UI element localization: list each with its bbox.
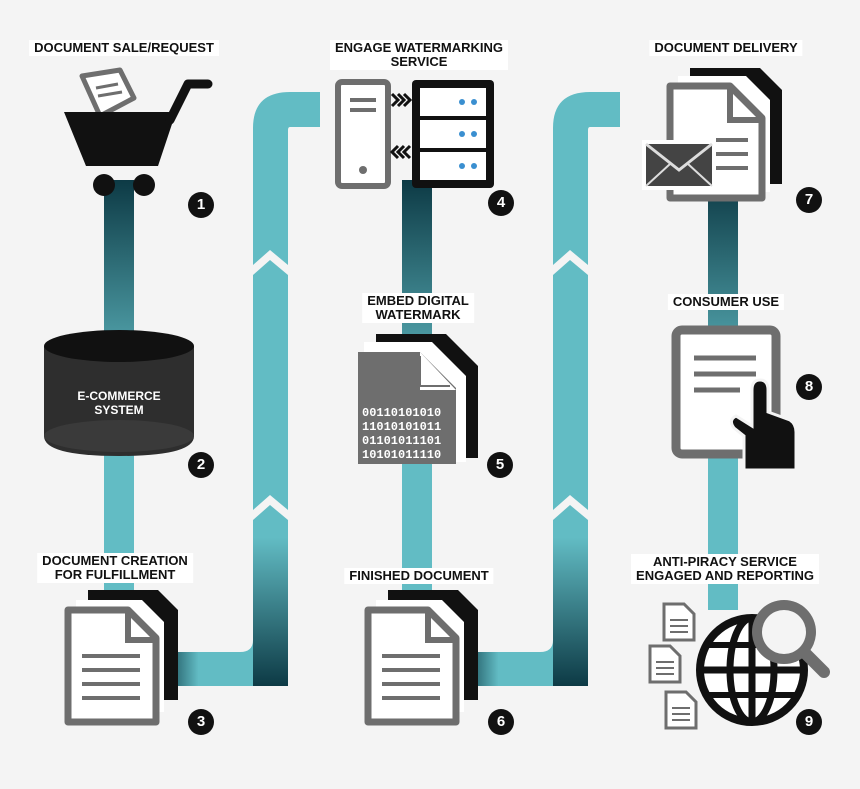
- shopping-cart-icon: [64, 67, 213, 196]
- step-8-label: CONSUMER USE: [667, 294, 785, 310]
- step-5-label: EMBED DIGITAL WATERMARK: [362, 293, 474, 323]
- envelope-document-icon: [642, 68, 782, 202]
- step-number-badge: 6: [488, 709, 514, 735]
- step-number-badge: 5: [487, 452, 513, 478]
- binary-line: 10101011110: [362, 448, 441, 462]
- step-number-badge: 9: [796, 709, 822, 735]
- small-document-icon: [662, 602, 696, 642]
- up-arrow-notch: [253, 495, 288, 520]
- tablet-touch-icon: [671, 325, 798, 472]
- small-document-icon: [648, 644, 682, 684]
- binary-line: 01101011101: [362, 434, 441, 448]
- step-number-badge: 4: [488, 190, 514, 216]
- pipe-col2-bottom-curve: [200, 640, 253, 686]
- pipe-col4-bottom-curve: [500, 640, 553, 686]
- binary-digits: 00110101010 11010101011 01101011101 1010…: [362, 406, 441, 462]
- pipe-col2-up: [253, 92, 320, 686]
- step-number-badge: 3: [188, 709, 214, 735]
- document-stack-icon: [64, 590, 178, 726]
- up-arrow-notch: [253, 250, 288, 275]
- binary-line: 00110101010: [362, 406, 441, 420]
- up-arrow-notch: [553, 250, 588, 275]
- step-number-badge: 7: [796, 187, 822, 213]
- step-number-badge: 2: [188, 452, 214, 478]
- database-label: E-COMMERCE SYSTEM: [77, 389, 161, 417]
- step-4-label: ENGAGE WATERMARKING SERVICE: [329, 40, 509, 70]
- document-stack-icon: [364, 590, 478, 726]
- binary-line: 11010101011: [362, 420, 441, 434]
- step-number-badge: 1: [188, 192, 214, 218]
- step-9-label: ANTI-PIRACY SERVICE ENGAGED AND REPORTIN…: [631, 554, 819, 584]
- step-7-label: DOCUMENT DELIVERY: [649, 40, 803, 56]
- step-number-badge: 8: [796, 374, 822, 400]
- server-icon: [335, 79, 494, 189]
- binary-document-icon: [358, 334, 478, 464]
- pipe-col4-up: [553, 92, 620, 686]
- step-6-label: FINISHED DOCUMENT: [344, 568, 494, 584]
- small-document-icon: [664, 690, 698, 730]
- step-1-label: DOCUMENT SALE/REQUEST: [29, 40, 219, 56]
- step-3-label: DOCUMENT CREATION FOR FULFILLMENT: [37, 553, 193, 583]
- up-arrow-notch: [553, 495, 588, 520]
- globe-search-icon: [648, 600, 830, 730]
- database-icon: [44, 330, 194, 456]
